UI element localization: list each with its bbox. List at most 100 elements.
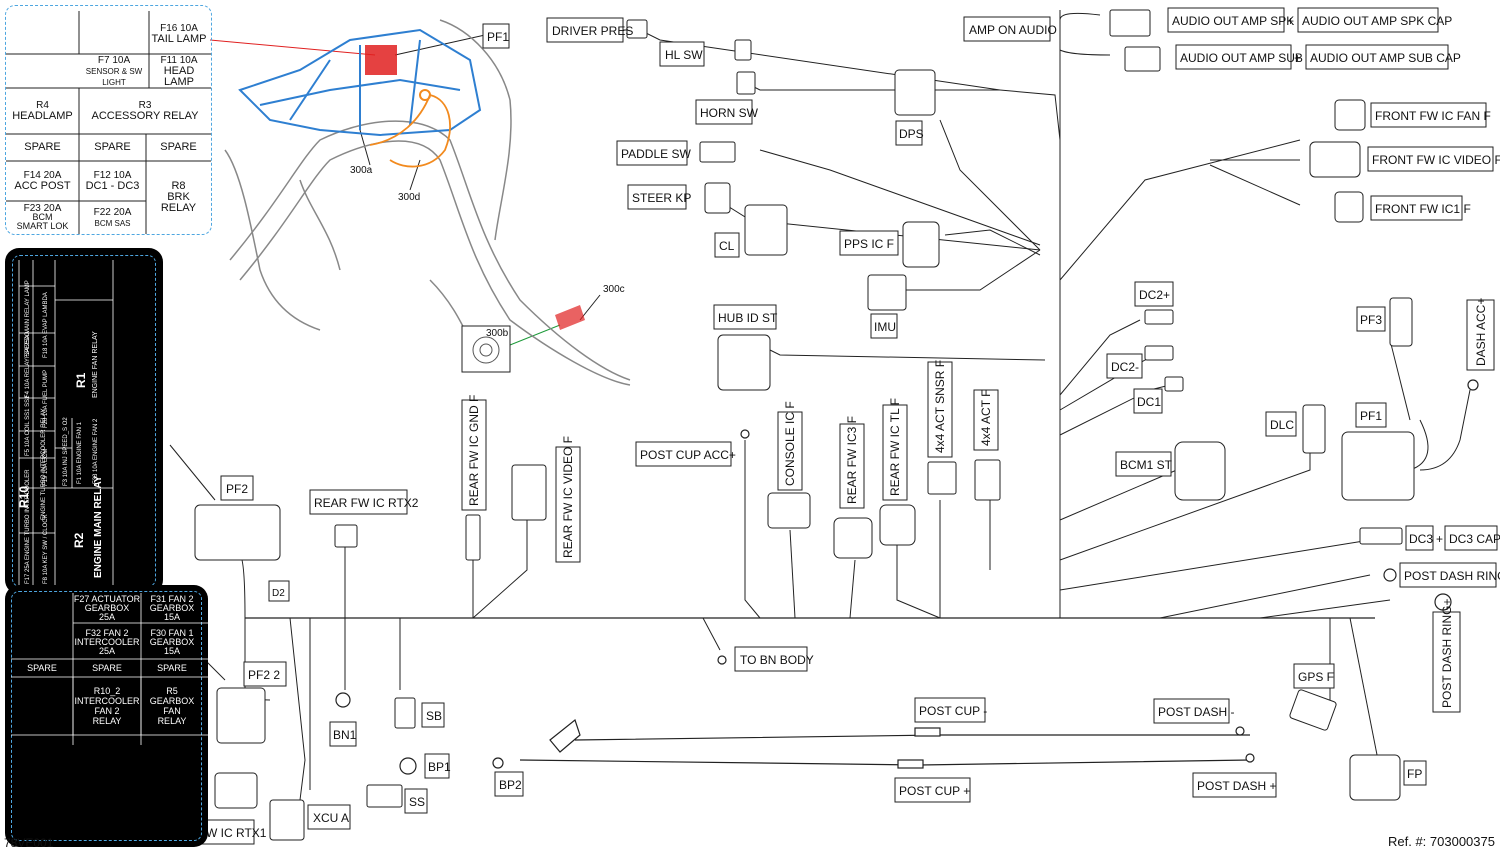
relay-r10-2-l2: INTERCOOLER xyxy=(74,696,140,706)
relay-r8-desc2: RELAY xyxy=(160,202,197,214)
fuse-f14-acc-post: F14 20A ACC POST xyxy=(6,161,79,201)
relay-r4-desc: HEADLAMP xyxy=(12,110,73,122)
label-pps-ic-f: PPS IC F xyxy=(844,237,894,251)
label-plus-1: + xyxy=(1287,14,1294,28)
relay-r10-id: R10 xyxy=(17,486,31,508)
label-imu: IMU xyxy=(874,320,896,334)
fuse-f7-desc: SENSOR & SW LIGHT xyxy=(85,66,143,87)
pf2-2-connector-icon xyxy=(216,687,266,744)
relay-r8-brk: R8 BRK RELAY xyxy=(146,161,211,234)
label-rear-fw-ic-video-f: REAR FW IC VIDEO F xyxy=(561,436,575,558)
label-d2: D2 xyxy=(272,588,285,599)
fuse-f1: F1 10A ENGINE FAN 1 xyxy=(77,421,83,484)
drawing-code: 78VE001 xyxy=(4,836,54,850)
spare-slot-4: SPARE xyxy=(27,662,57,673)
label-driver-pres: DRIVER PRES xyxy=(552,24,633,38)
reference-number: Ref. #: 703000375 xyxy=(1388,834,1495,849)
relay-r8-id: R8 xyxy=(171,180,186,192)
relay-r10-2: R10_2 INTERCOOLER FAN 2 RELAY xyxy=(73,679,141,733)
label-rear-fw-ic-tl-f: REAR FW IC TL F xyxy=(888,398,902,496)
label-bp2: BP2 xyxy=(499,778,522,792)
fuse-box-3-border xyxy=(11,591,202,841)
dc1-connector-icon xyxy=(1164,376,1184,392)
pf1-module-icon xyxy=(1341,431,1415,501)
label-cl: CL xyxy=(719,239,735,253)
label-post-cup-plus: POST CUP + xyxy=(899,784,970,798)
dps-connector-icon xyxy=(894,69,936,116)
bn1-ring-icon xyxy=(335,692,351,708)
label-front-fw-ic-fan-f: FRONT FW IC FAN F xyxy=(1375,109,1491,123)
rear-rtx2-connector-icon xyxy=(334,524,358,548)
hub-id-st-connector-icon xyxy=(717,334,771,391)
spare-slot-5: SPARE xyxy=(92,662,122,673)
hl-sw-connector-icon xyxy=(734,39,752,61)
bp2-lug-icon xyxy=(549,718,581,753)
relay-r3-accessory: R3 ACCESSORY RELAY xyxy=(79,88,211,134)
fuse-f22-rating: F22 20A xyxy=(93,206,132,218)
fuse-f33: F33 10A ENGINE FAN 2 xyxy=(93,418,99,484)
label-pf2-2: PF2 2 xyxy=(248,668,280,682)
label-post-dash-minus: POST DASH - xyxy=(1158,705,1234,719)
relay-r4-headlamp: R4 HEADLAMP xyxy=(6,88,79,134)
rear-video-connector-icon xyxy=(511,464,547,521)
fuse-box-3-grid xyxy=(11,593,208,745)
fuse-f18: F18 10A EVAP LAMBDA xyxy=(43,292,49,358)
post-dash-ring-plus-icon xyxy=(1434,593,1452,611)
console-ic-f-connector-icon xyxy=(767,492,811,529)
relay-r4-id: R4 xyxy=(36,100,49,111)
post-cup-minus-terminal-icon xyxy=(914,727,941,737)
post-cup-plus-terminal-icon xyxy=(897,759,924,769)
fuse-f23-bcm: F23 20A BCM SMART LOK xyxy=(6,201,79,234)
fp-connector-icon xyxy=(1349,754,1401,801)
fuse-f34: F34 25A MAIN RELAY LAMP xyxy=(25,280,31,358)
label-dc2-minus: DC2- xyxy=(1111,360,1139,374)
label-bcm1-st: BCM1 ST xyxy=(1120,458,1173,472)
pf2-connector-icon xyxy=(194,504,281,561)
relay-r10-2-l4: RELAY xyxy=(92,716,122,726)
label-amp-on-audio: AMP ON AUDIO xyxy=(969,23,1057,37)
fuse-f27-actuator: F27 ACTUATOR GEARBOX 25A xyxy=(73,593,141,623)
front-fan-connector-icon xyxy=(1334,99,1366,131)
fuse-f31-l1: F31 FAN 2 xyxy=(150,593,194,604)
fuse-f31-l3: 15A xyxy=(163,611,180,622)
fuse-box-2-labels: R1 ENGINE FAN RELAY R10 ENGINE TURBO INT… xyxy=(17,280,104,584)
fuse-f17: F17 25A ENGINE TURBO INTERCOOLER xyxy=(25,469,31,584)
dash-acc-ring-icon xyxy=(1467,379,1479,391)
act-f-connector-icon xyxy=(974,459,1001,501)
fuse-f5: F5 10A COIL SS1 SS2 xyxy=(25,395,31,456)
fuse-f7-sensor: F7 10A SENSOR & SW LIGHT xyxy=(79,54,149,88)
driver-pres-connector-icon xyxy=(626,19,648,39)
pps-ic-f-connector-icon xyxy=(902,221,940,268)
fuse-f30-fan1: F30 FAN 1 GEARBOX 15A xyxy=(141,625,203,659)
label-ss: SS xyxy=(409,795,425,809)
rear-ic3-connector-icon xyxy=(833,517,873,559)
fuse-box-1: F16 10A TAIL LAMP F7 10A SENSOR & SW LIG… xyxy=(5,5,212,235)
label-steer-kp: STEER KP xyxy=(632,191,691,205)
label-sb: SB xyxy=(426,709,442,723)
relay-r2-id: R2 xyxy=(72,532,86,548)
label-front-fw-ic1-f: FRONT FW IC1 F xyxy=(1375,202,1471,216)
dlc-connector-icon xyxy=(1302,404,1326,454)
post-cup-acc-ring-icon xyxy=(740,429,750,439)
fuse-f32-l1: F32 FAN 2 xyxy=(85,627,129,638)
label-audio-out-amp-sub-cap: AUDIO OUT AMP SUB CAP xyxy=(1310,51,1461,65)
label-dc1: DC1 xyxy=(1137,395,1161,409)
label-rear-fw-ic-gnd-f: REAR FW IC GND F xyxy=(467,395,481,506)
fuse-f23-desc2: SMART LOK xyxy=(16,221,69,231)
fuse-f8: F8 10A KEY SW / CLOCK xyxy=(43,514,49,584)
fuse-f3: F3 10A INJ SPEED_S O2 xyxy=(63,417,69,486)
label-rear-fw-ic-rtx2: REAR FW IC RTX2 xyxy=(314,496,419,510)
callout-300c: 300c xyxy=(603,284,625,295)
xcu-a-connector-icon xyxy=(269,799,305,841)
front-ic1-connector-icon xyxy=(1334,191,1364,223)
fuse-f27-l1: F27 ACTUATOR xyxy=(73,593,141,604)
label-dc3-cap: DC3 CAP xyxy=(1449,532,1500,546)
ss-connector-icon xyxy=(366,784,403,808)
audio-sub-connector-icon xyxy=(1124,46,1161,72)
fuse-f22-bcm-sas: F22 20A BCM SAS xyxy=(79,201,146,234)
label-pf1: PF1 xyxy=(1360,409,1382,423)
relay-r1-desc: ENGINE FAN RELAY xyxy=(92,331,99,398)
rear-rtx1-connector-icon xyxy=(214,772,258,809)
dc3-connector-icon xyxy=(1359,527,1403,545)
fuse-box-2-grid xyxy=(18,260,114,588)
